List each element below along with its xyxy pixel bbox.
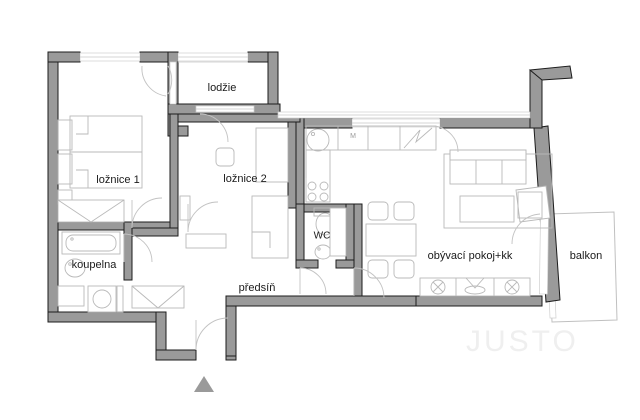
room-label-bedroom-1: ložnice 1 [96,174,139,186]
hall-furniture [185,233,227,249]
wc-fixtures [313,207,347,260]
windows-group [79,52,549,295]
room-label-living-kitchen: obývací pokoj+kk [428,250,513,262]
room-label-loggia: lodžie [208,82,237,94]
living-room-furniture [419,149,553,297]
watermark-justo: JUSTO [466,325,579,358]
entry-direction-marker [194,376,214,392]
room-label-balcony: balkon [570,250,602,262]
room-label-hallway: předsíň [239,282,276,294]
room-label-bedroom-2: ložnice 2 [223,173,266,185]
room-label-bathroom: koupelna [72,259,118,271]
doors-group [123,65,541,351]
microwave-label: M [350,133,356,140]
room-label-wc: WC [314,231,331,242]
bedroom2-furniture [179,127,289,259]
kitchen-furniture: M [305,125,437,203]
bedroom1-furniture [57,115,143,223]
bathroom-fixtures [57,231,185,313]
dining-set [365,201,417,279]
